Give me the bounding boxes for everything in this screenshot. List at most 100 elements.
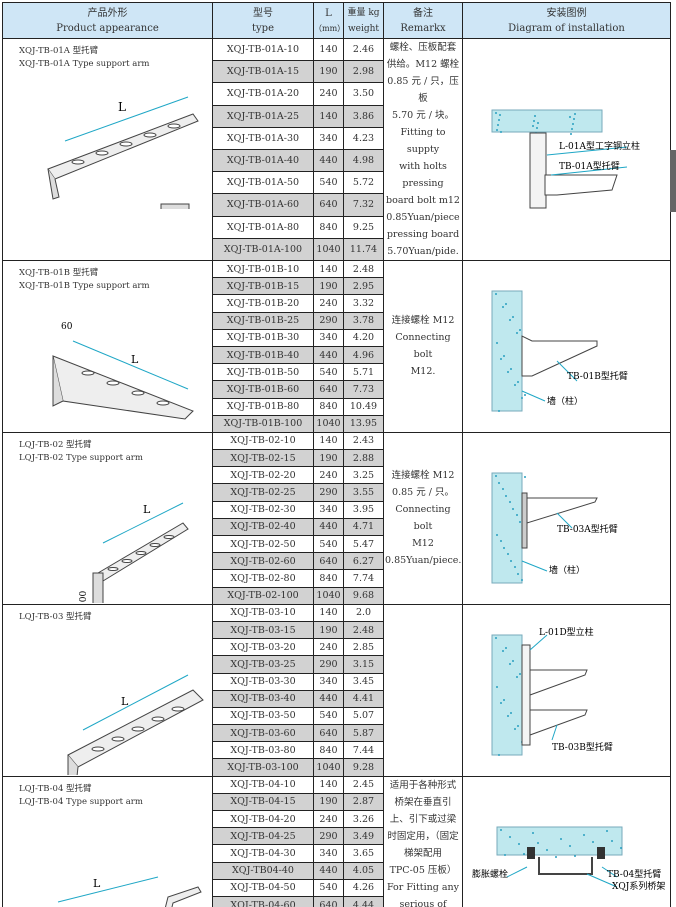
product-title-cn: LQJ-TB-03 型托臂 (19, 611, 92, 622)
weight-cell: 3.78 (343, 311, 384, 330)
header-product-en: Product appearance (56, 22, 159, 34)
length-cell: 140 (313, 603, 344, 622)
length-cell: 190 (313, 449, 344, 468)
header-length: L（mm） (313, 2, 346, 39)
length-cell: 240 (313, 294, 344, 313)
dim-label: 60 (61, 322, 73, 332)
remark-line: 桥架在垂直引 (394, 797, 452, 809)
remark-line: 上、引下或过梁 (389, 814, 457, 826)
dim-label: L (93, 877, 101, 890)
type-cell: XQJ-TB-01B-50 (212, 363, 314, 382)
length-cell: 640 (313, 895, 344, 907)
type-cell: XQJ-TB-03-15 (212, 620, 314, 640)
length-cell: 190 (313, 60, 344, 84)
remark-line: For Fitting any (386, 882, 460, 894)
remarks-cell (383, 603, 463, 777)
remark-line: 5.70 元 / 块。 (392, 110, 454, 121)
type-cell: XQJ-TB-03-80 (212, 741, 314, 760)
length-cell: 640 (313, 193, 344, 217)
weight-cell: 3.86 (343, 104, 384, 128)
product-title-cn: LQJ-TB-02 型托臂 (19, 439, 92, 450)
remark-line: TPC-05 压板） (389, 865, 457, 877)
length-cell: 340 (313, 844, 344, 863)
weight-cell: 4.20 (343, 328, 384, 347)
weight-cell: 9.28 (343, 758, 384, 777)
weight-cell: 3.65 (343, 844, 384, 863)
installation-diagram-cell: TB-01B型托臂墙（柱） (462, 260, 671, 433)
remark-line: M12 (412, 538, 434, 550)
diagram-label: L-01A型工字钢立柱 (559, 140, 640, 152)
weight-cell: 4.23 (343, 126, 384, 150)
weight-cell: 4.98 (343, 148, 384, 173)
length-cell: 1040 (313, 758, 344, 777)
header-remark-cn: 备注 (413, 7, 433, 19)
dim-label: L (143, 503, 151, 516)
header-l-unit: （mm） (314, 23, 346, 33)
scrollbar[interactable] (670, 150, 676, 212)
length-cell: 440 (313, 148, 344, 173)
length-cell: 440 (313, 861, 344, 880)
header-type-cn: 型号 (253, 7, 273, 19)
type-cell: XQJ-TB-02-50 (212, 534, 314, 554)
weight-cell: 3.95 (343, 500, 384, 519)
weight-cell: 5.87 (343, 724, 384, 743)
weight-cell: 3.49 (343, 827, 384, 846)
type-cell: XQJ-TB-01A-15 (212, 60, 314, 84)
weight-cell: 7.44 (343, 741, 384, 760)
length-cell: 240 (313, 638, 344, 657)
type-cell: XQJ-TB-01B-10 (212, 259, 314, 279)
weight-cell: 5.71 (343, 363, 384, 382)
weight-cell: 2.48 (343, 620, 384, 640)
type-cell: XQJ-TB-01B-100 (212, 414, 314, 433)
length-cell: 540 (313, 706, 344, 726)
diagram-label: 墙（柱） (549, 564, 585, 576)
dim-label: L (118, 100, 126, 114)
length-cell: 290 (313, 827, 344, 846)
length-cell: 1040 (313, 414, 344, 433)
weight-cell: 2.48 (343, 259, 384, 279)
type-cell: XQJ-TB-01B-15 (212, 277, 314, 296)
dim-label: L (121, 695, 129, 708)
product-title-en: XQJ-TB-01B Type support arm (19, 281, 150, 291)
length-cell: 190 (313, 792, 344, 812)
dim-label: 100 (79, 590, 89, 602)
remark-line: pressing board (386, 229, 460, 240)
weight-cell: 7.74 (343, 569, 384, 588)
support-arm-04-illustration: L50 (57, 876, 202, 907)
type-cell: XQJ-TB-02-20 (212, 466, 314, 485)
support-arm-03-illustration: L (67, 674, 204, 775)
remark-line: 梯架配用 (403, 848, 442, 860)
weight-cell: 7.73 (343, 380, 384, 399)
weight-cell: 9.68 (343, 586, 384, 605)
type-cell: XQJ-TB-04-60 (212, 895, 314, 907)
length-cell: 540 (313, 363, 344, 382)
weight-cell: 10.49 (343, 397, 384, 416)
diagram-label: TB-01B型托臂 (567, 370, 628, 382)
length-cell: 340 (313, 500, 344, 519)
length-cell: 190 (313, 620, 344, 640)
product-appearance-cell: LQJ-TB-03 型托臂 L (2, 603, 213, 777)
product-title-en: LQJ-TB-04 Type support arm (19, 796, 143, 807)
type-cell: XQJ-TB-02-25 (212, 483, 314, 502)
type-cell: XQJ-TB-03-10 (212, 603, 314, 622)
length-cell: 140 (313, 37, 344, 62)
